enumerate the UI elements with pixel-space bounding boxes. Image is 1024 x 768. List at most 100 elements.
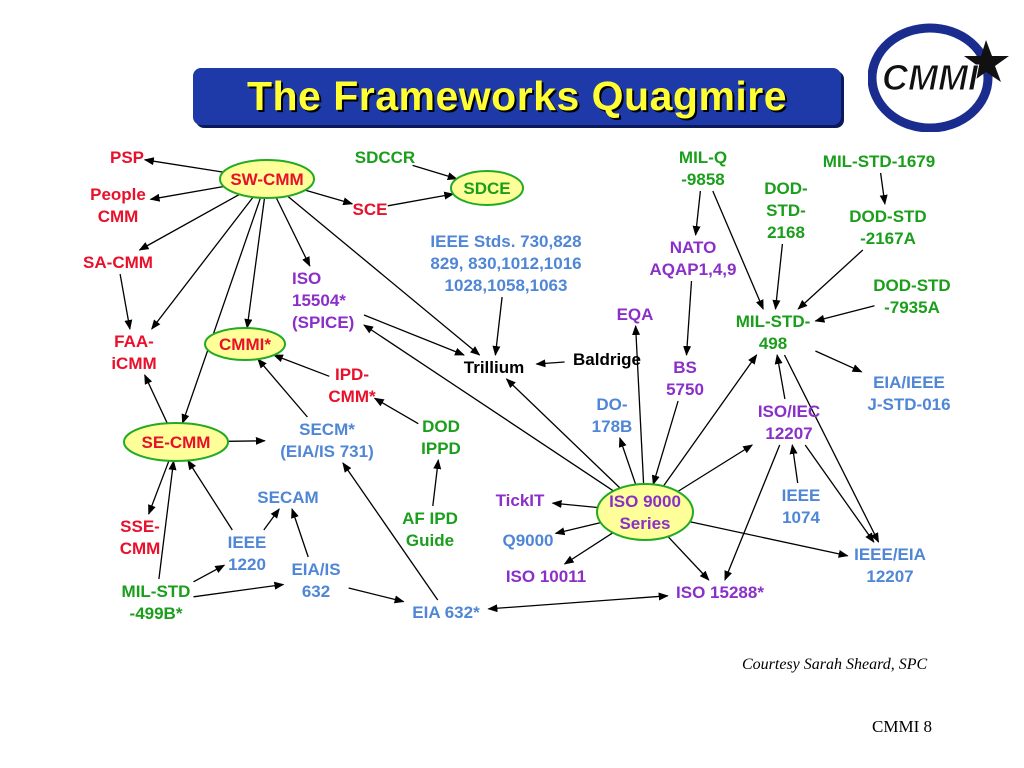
- node-ieee-stds-label: IEEE Stds. 730,828: [430, 232, 581, 251]
- edge-sw-cmm-to-psp: [143, 157, 224, 173]
- node-dod-std-2168: DOD-STD-2168: [764, 179, 807, 242]
- node-iso-9000-label: ISO 9000: [609, 492, 681, 511]
- edge-mil-std-499b-to-se-cmm: [158, 460, 177, 580]
- node-eia-ieee-j-std-016-label: EIA/IEEE: [873, 373, 945, 392]
- edge-baldrige-to-trillium: [535, 359, 565, 368]
- node-iso-15504-label: ISO: [292, 269, 321, 288]
- node-iso-9000-ellipse: [596, 483, 694, 541]
- node-dod-std-2167a-label: DOD-STD: [849, 207, 926, 226]
- node-sse-cmm-label: SSE-: [120, 517, 160, 536]
- node-do-178b-label: DO-: [596, 395, 627, 414]
- edge-sw-cmm-to-iso-15504: [275, 197, 311, 267]
- edge-dod-std-2167a-to-mil-std-498: [797, 249, 864, 310]
- node-eqa-label: EQA: [617, 305, 654, 324]
- node-iso-15288: ISO 15288*: [676, 583, 764, 602]
- node-iso-15504-label: (SPICE): [292, 313, 354, 332]
- node-secm-label: (EIA/IS 731): [280, 442, 374, 461]
- node-secm: SECM*(EIA/IS 731): [280, 420, 374, 461]
- node-faa-icmm-label: iCMM: [111, 354, 156, 373]
- node-sse-cmm-label: CMM: [120, 539, 161, 558]
- edge-mil-std-499b-to-eia-is-632: [193, 581, 285, 598]
- edge-iso-iec-12207-to-mil-std-498: [774, 354, 786, 400]
- node-secam-label: SECAM: [257, 488, 318, 507]
- node-iso-10011-label: ISO 10011: [506, 567, 586, 586]
- node-mil-std-498-label: MIL-STD-: [736, 312, 811, 331]
- edge-sa-cmm-to-faa-icmm: [119, 273, 133, 330]
- edge-sw-cmm-to-sa-cmm: [138, 193, 240, 251]
- node-sa-cmm-label: SA-CMM: [83, 253, 153, 272]
- edge-ieee-1220-to-se-cmm: [187, 459, 233, 531]
- edge-iso-9000-to-ieee-eia-12207: [689, 521, 849, 558]
- node-af-ipd-guide-label: Guide: [406, 531, 454, 550]
- node-se-cmm-label: SE-CMM: [142, 433, 211, 452]
- edge-bs-5750-to-iso-9000: [651, 400, 679, 486]
- node-ieee-stds-label: 829, 830,1012,1016: [430, 254, 581, 273]
- node-eia-632: EIA 632*: [412, 603, 480, 622]
- node-se-cmm: SE-CMM: [123, 422, 229, 462]
- edge-iso-9000-to-eqa: [632, 325, 645, 485]
- node-af-ipd-guide: AF IPD Guide: [402, 509, 458, 550]
- node-ipd-cmm: IPD-CMM*: [328, 365, 376, 406]
- node-nato-aqap-label: AQAP1,4,9: [650, 260, 737, 279]
- node-sa-cmm: SA-CMM: [83, 253, 153, 272]
- edges-layer: [119, 157, 888, 613]
- node-sce-label: SCE: [353, 200, 388, 219]
- node-sw-cmm-label: SW-CMM: [230, 170, 303, 189]
- edge-iso-9000-to-iso-10011: [563, 532, 614, 565]
- edge-iso-iec-12207-to-iso-15288: [724, 444, 781, 581]
- node-ieee-1074-label: 1074: [782, 508, 820, 527]
- node-nato-aqap: NATO AQAP1,4,9: [650, 238, 737, 279]
- node-baldrige: Baldrige: [573, 350, 641, 369]
- edge-af-ipd-guide-to-dod-ippd: [432, 459, 442, 507]
- node-nato-aqap-label: NATO: [670, 238, 717, 257]
- edge-sw-cmm-to-people-cmm: [149, 185, 224, 202]
- edge-iso-9000-to-trillium: [505, 378, 621, 489]
- edge-ipd-cmm-to-cmmi: [272, 354, 330, 377]
- edge-sw-cmm-to-trillium: [287, 195, 481, 356]
- node-psp: PSP: [110, 148, 144, 167]
- node-eqa: EQA: [617, 305, 654, 324]
- node-trillium: Trillium: [464, 358, 524, 377]
- node-do-178b-label: 178B: [592, 417, 633, 436]
- slide-number: CMMI 8: [872, 717, 932, 736]
- edge-iso-9000-to-q9000: [554, 521, 601, 536]
- node-mil-q-9858: MIL-Q-9858: [679, 148, 727, 189]
- node-sdccr: SDCCR: [355, 148, 415, 167]
- edge-mil-q-9858-to-nato-aqap: [692, 190, 702, 236]
- edge-eia-632-to-iso-15288: [487, 592, 669, 613]
- node-dod-ippd-label: DOD: [422, 417, 460, 436]
- node-ieee-1220-label: 1220: [228, 555, 266, 574]
- edge-iso-9000-to-tickit: [551, 499, 598, 509]
- edge-mil-std-498-to-ieee-eia-12207: [783, 354, 880, 543]
- node-ipd-cmm-label: IPD-: [335, 365, 369, 384]
- edge-eia-is-632-to-eia-632: [348, 587, 405, 604]
- edge-eia-632-to-secm: [342, 462, 439, 601]
- node-af-ipd-guide-label: AF IPD: [402, 509, 458, 528]
- edge-sw-cmm-to-faa-icmm: [151, 196, 254, 330]
- edge-se-cmm-to-secm: [227, 436, 266, 445]
- node-dod-ippd-label: IPPD: [421, 439, 461, 458]
- node-sdce: SDCE: [450, 170, 524, 206]
- edge-sdccr-to-sdce: [412, 164, 458, 181]
- edge-iso-9000-to-iso-15288: [667, 536, 710, 581]
- node-tickit: TickIT: [496, 491, 545, 510]
- node-cmmi-label: CMMI*: [219, 335, 271, 354]
- node-bs-5750-label: 5750: [666, 380, 704, 399]
- node-dod-std-7935a-label: -7935A: [884, 298, 940, 317]
- edge-iso-9000-to-mil-std-498: [662, 354, 758, 487]
- node-ieee-eia-12207-label: 12207: [866, 567, 913, 586]
- cmmi-logo: CMMI: [868, 23, 1009, 132]
- edge-nato-aqap-to-bs-5750: [683, 280, 693, 356]
- node-sw-cmm: SW-CMM: [219, 159, 315, 199]
- edge-sw-cmm-to-cmmi: [244, 197, 266, 329]
- node-mil-std-499b-label: MIL-STD: [122, 582, 191, 601]
- node-faa-icmm: FAA-iCMM: [111, 332, 156, 373]
